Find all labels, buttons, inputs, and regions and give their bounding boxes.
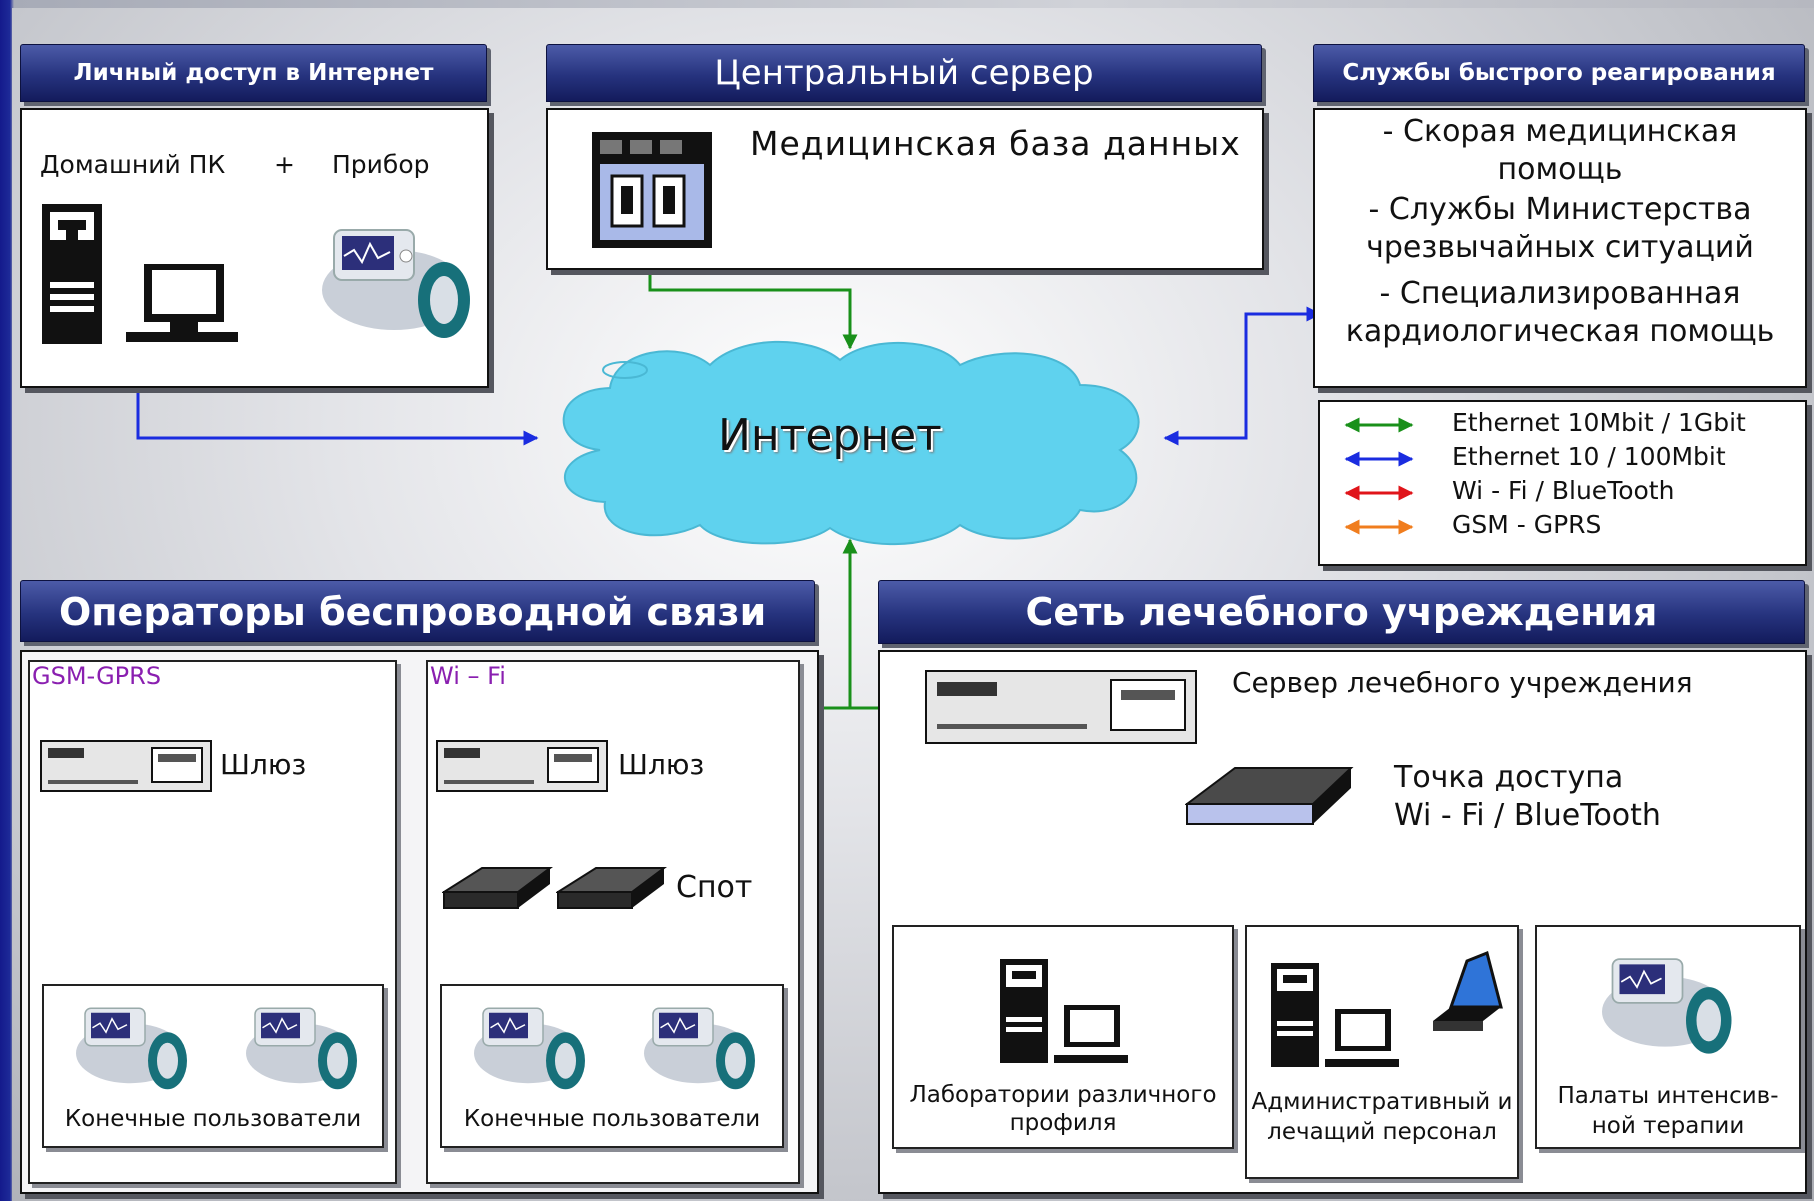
spot-icon	[442, 867, 553, 909]
hospital-server-icon	[925, 670, 1197, 744]
admin-staff-label: Административный и лечащий персонал	[1251, 1089, 1513, 1145]
icu-box: Палаты интенсив-ной терапии	[1535, 925, 1801, 1149]
end-users-label: Конечные пользователи	[463, 1106, 761, 1132]
hospital-server-label: Сервер лечебного учреждения	[1232, 666, 1693, 699]
legend-swatch	[1344, 485, 1414, 501]
labs-box: Лаборатории различного профиля	[892, 925, 1234, 1149]
monitor-device-icon	[76, 1007, 187, 1090]
legend-swatch	[1344, 451, 1414, 467]
scanner-icon	[1433, 950, 1503, 1031]
monitor-device-icon	[246, 1007, 357, 1090]
device-label: Прибор	[332, 150, 430, 179]
emergency-line-6: кардиологическая помощь	[1345, 314, 1775, 349]
monitor-device-icon	[644, 1007, 755, 1090]
monitor-device-icon	[474, 1007, 585, 1090]
legend-swatch	[1344, 417, 1414, 433]
admin-staff-box: Административный и лечащий персонал	[1245, 925, 1519, 1179]
emergency-line-1: - Скорая медицинская	[1382, 114, 1738, 149]
internet-cloud-icon	[562, 340, 1140, 546]
gsm-label: GSM-GPRS	[32, 662, 162, 690]
emergency-line-3: - Службы Министерства	[1368, 192, 1752, 227]
monitor-device-icon	[322, 229, 470, 338]
personal-access-panel: Домашний ПК + Прибор	[20, 108, 489, 388]
database-server-icon	[592, 132, 712, 248]
emergency-services-header: Службы быстрого реагирования	[1313, 44, 1805, 102]
legend-label: Wi - Fi / BlueTooth	[1452, 476, 1675, 505]
gsm-end-users-box: Конечные пользователи	[42, 984, 384, 1148]
hospital-network-header: Сеть лечебного учреждения	[878, 580, 1805, 644]
plus-sign: +	[274, 150, 295, 179]
wifi-gateway-label: Шлюз	[618, 748, 705, 781]
emergency-services-panel: - Скорая медицинская помощь - Службы Мин…	[1313, 108, 1807, 388]
labs-label: Лаборатории различного профиля	[909, 1082, 1217, 1136]
home-pc-label: Домашний ПК	[40, 150, 226, 179]
central-server-panel: Медицинская база данных	[546, 108, 1264, 270]
end-users-label: Конечные пользователи	[64, 1106, 362, 1132]
emergency-line-5: - Специализированная	[1379, 276, 1741, 311]
home-pc-icon	[42, 204, 238, 344]
emergency-line-4: чрезвычайных ситуаций	[1366, 230, 1754, 265]
spot-icon	[556, 867, 667, 909]
access-point-label-1: Точка доступа	[1394, 760, 1624, 795]
internet-label: Интернет	[718, 410, 942, 461]
wifi-end-users-box: Конечные пользователи	[440, 984, 784, 1148]
link-internet-emergency	[1163, 306, 1322, 446]
emergency-line-2: помощь	[1497, 152, 1623, 187]
wifi-gateway-icon	[436, 740, 608, 792]
central-server-header: Центральный сервер	[546, 44, 1262, 102]
medical-database-label: Медицинская база данных	[750, 124, 1241, 163]
legend-label: Ethernet 10 / 100Mbit	[1452, 442, 1726, 471]
wireless-operators-header: Операторы беспроводной связи	[20, 580, 815, 642]
access-point-label-2: Wi - Fi / BlueTooth	[1394, 798, 1661, 833]
workstation-icon	[1271, 963, 1399, 1067]
workstation-icon	[1000, 959, 1128, 1063]
gsm-gateway-icon	[40, 740, 212, 792]
personal-access-header: Личный доступ в Интернет	[20, 44, 487, 102]
legend-label: GSM - GPRS	[1452, 510, 1602, 539]
wifi-label: Wi – Fi	[430, 662, 506, 690]
legend-label: Ethernet 10Mbit / 1Gbit	[1452, 408, 1746, 437]
monitor-device-icon	[1602, 958, 1732, 1054]
icu-label: Палаты интенсив-ной терапии	[1557, 1083, 1779, 1139]
spot-label: Спот	[676, 870, 753, 905]
access-point-icon	[1185, 767, 1354, 825]
gsm-gateway-label: Шлюз	[220, 748, 307, 781]
legend-panel: Ethernet 10Mbit / 1Gbit Ethernet 10 / 10…	[1318, 400, 1807, 566]
legend-swatch	[1344, 519, 1414, 535]
